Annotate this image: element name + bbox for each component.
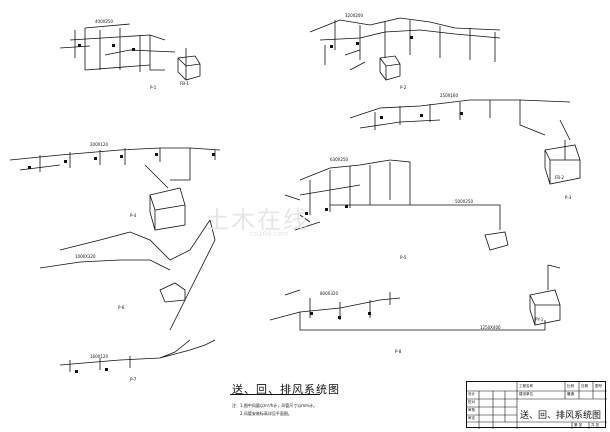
duct-system-4 xyxy=(9,147,221,231)
fan-label: PY-1 xyxy=(535,317,544,322)
title-block-drawing-name: 送、回、排风系统图 xyxy=(520,411,602,421)
duct-label: 320X200 xyxy=(345,13,364,18)
system-label: P-5 xyxy=(400,255,407,260)
system-label: P-1 xyxy=(150,85,157,90)
tb-scale: 比例 xyxy=(567,384,574,388)
tb-discipline: 暖通 xyxy=(567,392,574,396)
tb-number: 图号 xyxy=(595,384,602,388)
note-line-1: 注：1.图中风量以m³/h计，风管尺寸以mm计。 xyxy=(232,403,317,408)
drawing-title: 送、回、排风系统图 xyxy=(232,383,340,396)
tb-project: 工程名称 xyxy=(519,384,533,388)
tb-review: 审核 xyxy=(468,408,475,412)
duct-label: 1250X400 xyxy=(480,325,501,330)
duct-label: 500X250 xyxy=(455,199,474,204)
tb-total: 共 张 xyxy=(591,423,600,427)
system-label: P-7 xyxy=(130,377,137,382)
duct-system-5 xyxy=(284,159,509,251)
tb-approve: 审定 xyxy=(468,416,475,420)
system-label: P-4 xyxy=(130,213,137,218)
duct-label: 200X120 xyxy=(90,142,109,147)
watermark-logo: 土木在线 xyxy=(205,206,309,234)
tb-design: 设计 xyxy=(468,392,475,396)
tb-check: 校对 xyxy=(468,400,475,404)
watermark-url: co188.com xyxy=(250,230,289,238)
fan-label: FB-2 xyxy=(555,175,565,180)
duct-label: 1000X320 xyxy=(75,254,96,259)
duct-label: 800X320 xyxy=(320,291,339,296)
title-underline xyxy=(230,394,320,395)
duct-label: 400X250 xyxy=(95,19,114,24)
system-label: P-6 xyxy=(118,305,125,310)
duct-system-8 xyxy=(269,264,561,331)
system-label: P-2 xyxy=(400,85,407,90)
duct-system-2 xyxy=(309,17,501,81)
system-label: P-3 xyxy=(565,195,572,200)
title-block-grid xyxy=(467,382,607,429)
duct-system-1 xyxy=(59,23,201,81)
title-block: 工程名称 建设单位 设计 校对 审核 审定 比例 日期 图号 暖通 第 张 共 … xyxy=(466,381,607,429)
duct-system-3 xyxy=(349,99,581,185)
duct-system-6 xyxy=(39,219,216,331)
note-line-2: 2.风管安装标高详见平面图。 xyxy=(240,411,292,416)
tb-sheet: 第 张 xyxy=(574,423,583,427)
duct-system-7 xyxy=(59,339,216,372)
duct-label: 630X250 xyxy=(330,157,349,162)
duct-label: 160X120 xyxy=(90,354,109,359)
tb-client: 建设单位 xyxy=(519,392,533,396)
system-label: P-8 xyxy=(395,349,402,354)
tb-date: 日期 xyxy=(581,384,588,388)
fan-label: FB-1 xyxy=(180,81,190,86)
duct-label: 250X160 xyxy=(440,93,459,98)
